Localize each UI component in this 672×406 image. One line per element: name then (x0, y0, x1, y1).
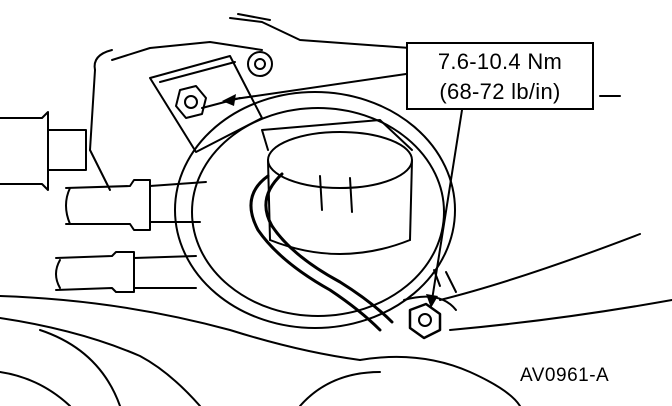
upper-bolt (149, 55, 263, 153)
lower-tube (55, 251, 197, 293)
torque-metric-label: 7.6-10.4 Nm (437, 49, 563, 74)
sensor-housing (174, 91, 456, 329)
callout-leaders (222, 73, 463, 308)
hose (249, 172, 394, 332)
torque-callout: 7.6-10.4 Nm (68-72 lb/in) (406, 42, 594, 110)
upper-bracket (89, 13, 411, 191)
upper-tube (0, 111, 207, 231)
torque-imperial-label: (68-72 lb/in) (439, 79, 561, 104)
figure-id-label: AV0961-A (520, 365, 610, 386)
engine-lower-surfaces (0, 95, 672, 406)
